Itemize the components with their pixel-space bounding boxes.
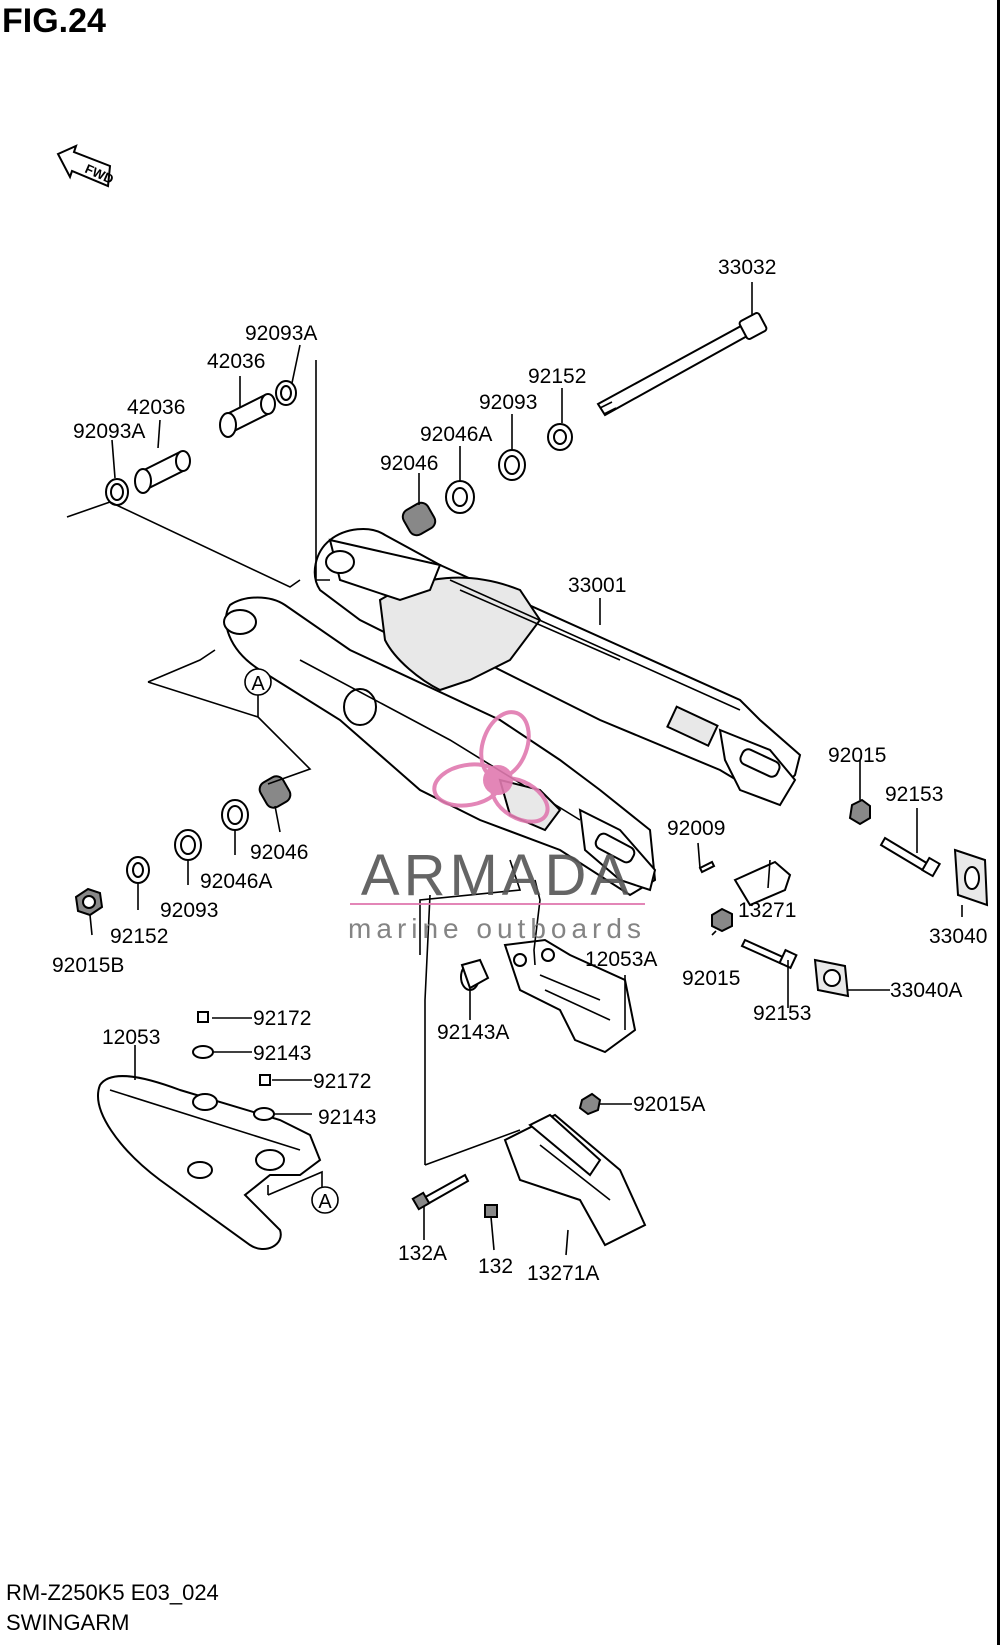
watermark-brand: ARMADA: [361, 843, 633, 908]
part-number: 92152: [528, 365, 586, 388]
chain-slider-12053: [97, 1011, 322, 1250]
armada-watermark: ARMADA marine outboards: [348, 710, 646, 944]
part-number: 92153: [885, 783, 943, 806]
part-number: 92009: [667, 817, 725, 840]
reference-a-lower: A: [311, 1186, 339, 1214]
part-number: 92143: [253, 1042, 311, 1065]
part-number: 33032: [718, 256, 776, 279]
pivot-shaft-33032: [596, 312, 768, 417]
part-number: 92093: [479, 391, 537, 414]
lower-pivot-parts: [74, 775, 292, 917]
part-number: 92015A: [633, 1093, 705, 1116]
part-number: 33040: [929, 925, 987, 948]
part-number: 92152: [110, 925, 168, 948]
upper-pivot-parts: [105, 380, 573, 537]
part-number: 132: [478, 1255, 513, 1278]
part-number: 92015B: [52, 954, 124, 977]
part-number: 33040A: [890, 979, 962, 1002]
part-number: 42036: [207, 350, 265, 373]
part-number: 92015: [682, 967, 740, 990]
part-number: 92153: [753, 1002, 811, 1025]
figure-title: FIG.24: [2, 2, 106, 40]
part-number: 12053A: [585, 948, 657, 971]
part-number: 13271: [738, 899, 796, 922]
figure-code: RM-Z250K5 E03_024: [6, 1580, 219, 1605]
part-number: 92093A: [73, 420, 145, 443]
part-number: 92046A: [200, 870, 272, 893]
part-number: 92046: [380, 452, 438, 475]
leader-lines: [66, 282, 963, 1256]
reference-a-upper: A: [244, 668, 272, 696]
part-number: 42036: [127, 396, 185, 419]
part-number: 92046A: [420, 423, 492, 446]
chain-adjuster-parts: [698, 798, 989, 998]
page-border: [997, 0, 1000, 1645]
swingarm-body: [223, 528, 802, 897]
part-number: 132A: [398, 1242, 447, 1265]
propeller-logo-icon: [432, 710, 550, 824]
part-number: 92143: [318, 1106, 376, 1129]
chain-guide-12053a: [460, 938, 637, 1054]
reference-a-label: A: [318, 1191, 332, 1213]
part-number: 92093A: [245, 322, 317, 345]
chain-guide-13271a: [411, 1092, 647, 1247]
figure-name: SWINGARM: [6, 1610, 130, 1635]
part-number: 92172: [313, 1070, 371, 1093]
part-number: 92046: [250, 841, 308, 864]
part-number: 92015: [828, 744, 886, 767]
reference-a-label: A: [251, 673, 265, 695]
part-number: 92093: [160, 899, 218, 922]
part-number-callouts: 33032 92093A 42036 42036 92093A 92152 92…: [52, 256, 987, 1285]
part-number: 13271A: [527, 1262, 599, 1285]
watermark-tagline: marine outboards: [348, 913, 646, 944]
part-number: 92172: [253, 1007, 311, 1030]
part-number: 92143A: [437, 1021, 509, 1044]
fwd-arrow-icon: FWD: [56, 144, 116, 188]
part-number: 12053: [102, 1026, 160, 1049]
part-number: 33001: [568, 574, 626, 597]
